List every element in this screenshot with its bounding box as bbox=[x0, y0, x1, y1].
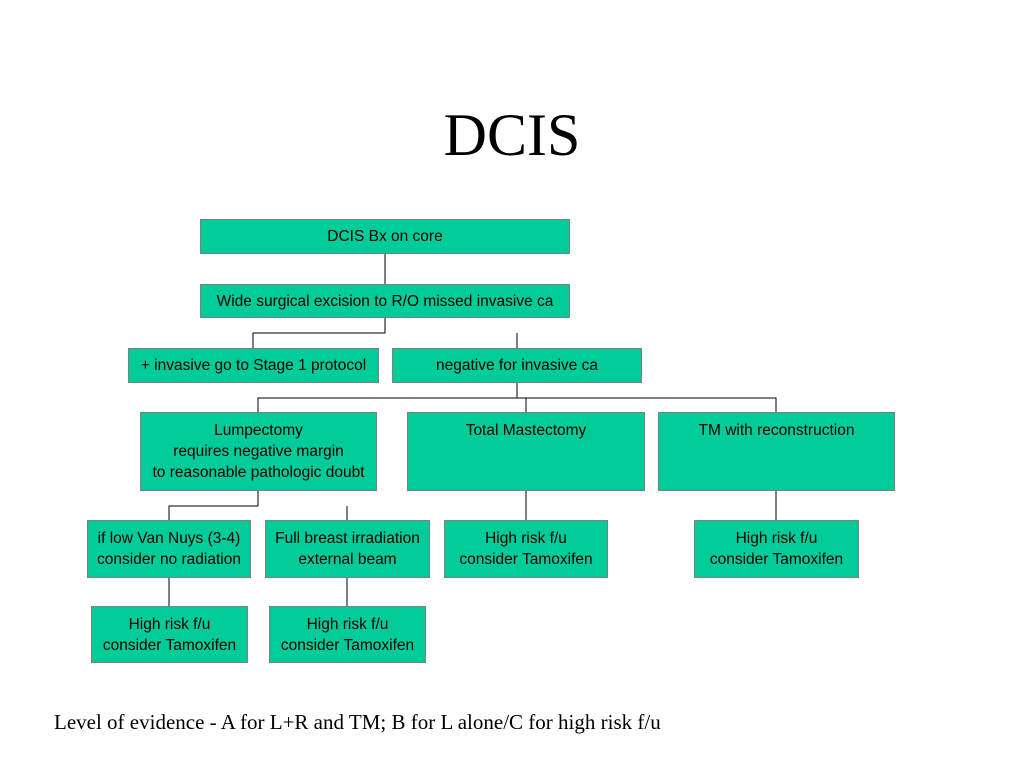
node-invasive-negative: negative for invasive ca bbox=[392, 348, 642, 383]
node-tm-with-reconstruction: TM with reconstruction bbox=[658, 412, 895, 491]
connector-lumpectomy-split bbox=[168, 491, 259, 520]
node-dcis-biopsy-core: DCIS Bx on core bbox=[200, 219, 570, 254]
node-full-breast-irradiation: Full breast irradiation external beam bbox=[265, 520, 430, 578]
node-reconstruction-high-risk-followup: High risk f/u consider Tamoxifen bbox=[694, 520, 859, 578]
node-wide-surgical-excision: Wide surgical excision to R/O missed inv… bbox=[200, 284, 570, 318]
node-lumpectomy: Lumpectomy requires negative margin to r… bbox=[140, 412, 377, 491]
node-invasive-positive: + invasive go to Stage 1 protocol bbox=[128, 348, 379, 383]
node-mastectomy-high-risk-followup: High risk f/u consider Tamoxifen bbox=[444, 520, 608, 578]
node-low-van-nuys: if low Van Nuys (3-4) consider no radiat… bbox=[87, 520, 251, 578]
node-vannuys-high-risk-followup: High risk f/u consider Tamoxifen bbox=[91, 606, 248, 663]
evidence-level-footnote: Level of evidence - A for L+R and TM; B … bbox=[54, 710, 661, 734]
node-total-mastectomy: Total Mastectomy bbox=[407, 412, 645, 491]
slide-title: DCIS bbox=[443, 102, 581, 168]
connector-excision-split bbox=[252, 318, 386, 348]
connector-treatment-bar bbox=[257, 397, 777, 412]
node-irradiation-high-risk-followup: High risk f/u consider Tamoxifen bbox=[269, 606, 426, 663]
